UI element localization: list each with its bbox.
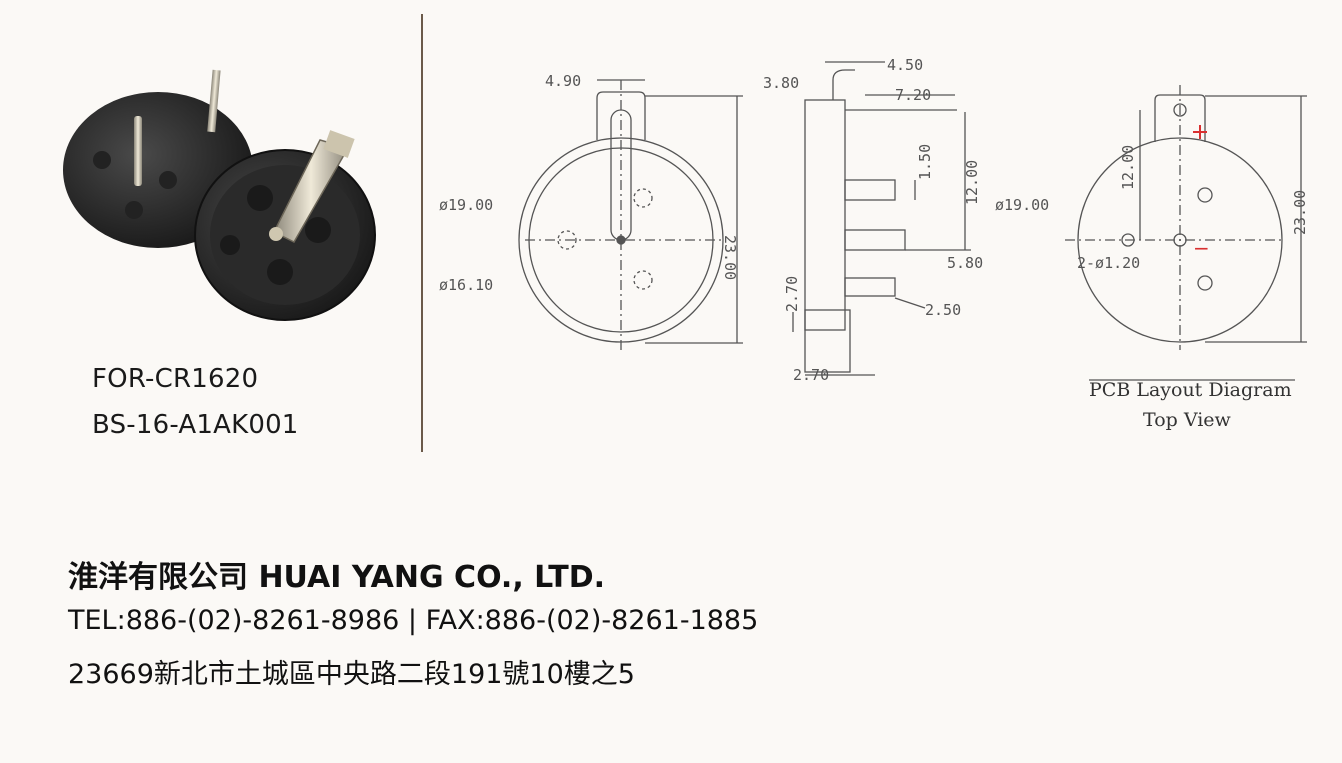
dim-front-width: 4.90 [545,72,581,90]
product-photo [63,69,376,321]
part-number: BS-16-A1AK001 [92,410,299,440]
dim-pcb-diameter: ø19.00 [995,196,1049,214]
vertical-divider [421,14,423,452]
model-compatibility: FOR-CR1620 [92,364,259,394]
dim-side-2-70-bottom: 2.70 [793,366,829,384]
dim-side-12-00: 12.00 [963,160,981,205]
dim-side-4-50: 4.50 [887,56,923,74]
dim-side-5-80: 5.80 [947,254,983,272]
dim-side-2-50: 2.50 [925,301,961,319]
company-address: 23669新北市土城區中央路二段191號10樓之5 [68,659,635,690]
dim-pcb-12-00: 12.00 [1119,145,1137,190]
pcb-diagram-subtitle: Top View [1143,409,1232,431]
dim-side-7-20: 7.20 [895,86,931,104]
dim-pcb-23-00: 23.00 [1291,190,1309,235]
pcb-diagram-title: PCB Layout Diagram [1089,379,1292,401]
company-contact: TEL:886-(02)-8261-8986 | FAX:886-(02)-82… [68,605,759,636]
dim-front-inner-diameter: ø16.10 [439,276,493,294]
technical-drawing: 4.90 23.00 ø19.00 ø16.10 3.80 4.50 7.20 … [439,56,1309,431]
dim-front-height: 23.00 [721,235,739,280]
negative-terminal-mark: − [1193,236,1210,260]
dim-side-3-80: 3.80 [763,74,799,92]
dim-side-1-50: 1.50 [916,144,934,180]
dim-front-outer-diameter: ø19.00 [439,196,493,214]
dim-pcb-hole-diameter: 2-ø1.20 [1077,254,1140,272]
dim-side-2-70-vertical: 2.70 [783,276,801,312]
company-name: 淮洋有限公司 HUAI YANG CO., LTD. [68,560,606,595]
